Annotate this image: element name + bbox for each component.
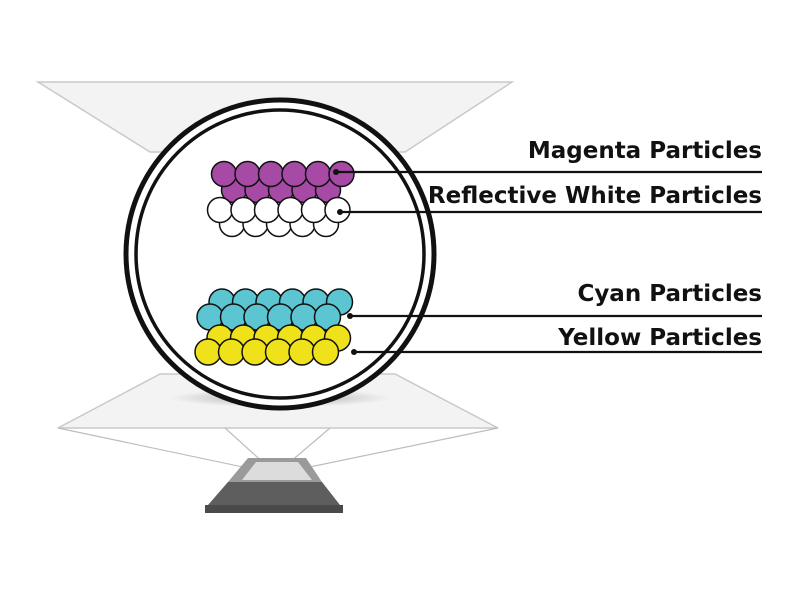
white-particle: [230, 196, 257, 224]
leader-lines: [336, 170, 762, 354]
magenta-particle: [304, 160, 332, 188]
white-particle: [206, 196, 234, 224]
magenta-particle: [210, 160, 238, 188]
yellow-particle: [264, 338, 293, 366]
leader-dots: [333, 169, 357, 355]
magenta-particle: [328, 160, 355, 188]
yellow-particles-label: Yellow Particles: [557, 325, 762, 351]
yellow-particle: [241, 338, 269, 366]
magenta-particle: [257, 160, 285, 188]
light-source-box: [205, 458, 343, 513]
magenta-particles: [210, 160, 355, 204]
magenta-particles-label: Magenta Particles: [528, 138, 762, 164]
white-particle: [324, 196, 351, 224]
white-particle: [300, 196, 328, 224]
magenta-particle: [234, 160, 261, 188]
magenta-particle: [281, 160, 308, 188]
yellow-particle: [194, 338, 222, 366]
white-particle: [277, 196, 304, 224]
cyan-particles: [196, 288, 354, 331]
sphere-outer-ring: [123, 97, 437, 411]
cyan-particles-label: Cyan Particles: [577, 281, 762, 307]
sphere-inner-ring: [134, 108, 426, 400]
reflective-white-particles-label: Reflective White Particles: [428, 183, 762, 209]
white-particle: [253, 196, 281, 224]
yellow-particle: [288, 338, 316, 366]
sphere-fill: [125, 99, 435, 409]
yellow-particle: [311, 338, 340, 366]
yellow-particle: [217, 338, 246, 366]
reflective-white-particles: [206, 196, 351, 238]
yellow-particles: [194, 324, 352, 366]
